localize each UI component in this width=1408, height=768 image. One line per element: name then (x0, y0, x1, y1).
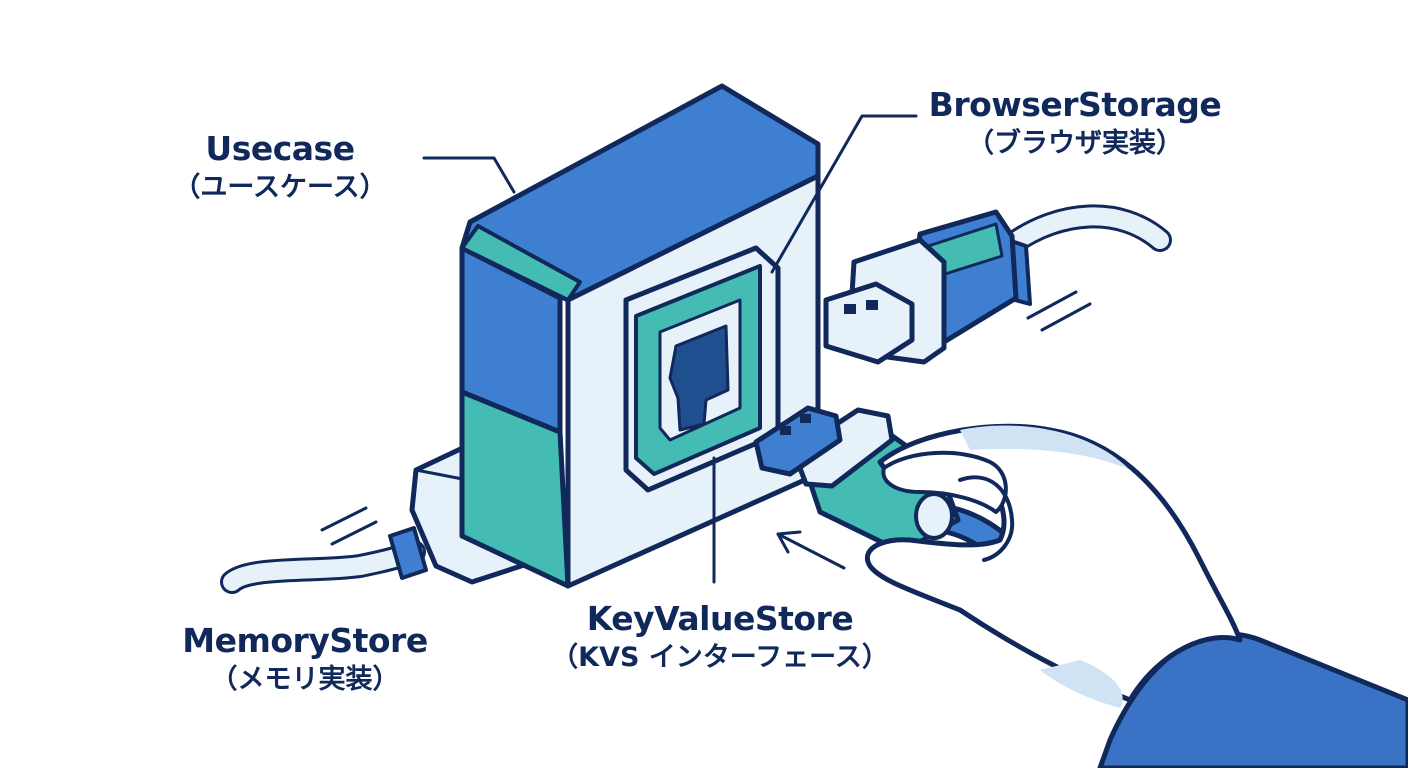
browser-storage-label-ja: （ブラウザ実装） (967, 127, 1183, 159)
usecase-label: Usecase （ユースケース） (150, 130, 410, 203)
usecase-label-ja: （ユースケース） (173, 171, 387, 203)
usecase-leader (422, 156, 516, 194)
memory-store-label-en: MemoryStore (182, 621, 428, 660)
usecase-label-en: Usecase (205, 129, 355, 168)
kvs-label-en: KeyValueStore (586, 599, 854, 638)
browser-storage-label-en: BrowserStorage (928, 85, 1222, 124)
hand-icon (865, 423, 1408, 768)
memory-store-label: MemoryStore （メモリ実装） (160, 622, 450, 695)
browser-leader (770, 114, 918, 274)
usb-plug-icon (823, 204, 1172, 365)
browser-storage-label: BrowserStorage （ブラウザ実装） (915, 86, 1235, 159)
kvs-label: KeyValueStore （KVS インターフェース） (530, 600, 910, 673)
callout-lines (422, 114, 918, 584)
memory-store-label-ja: （メモリ実装） (210, 663, 400, 695)
insert-arrow-icon (776, 530, 846, 570)
kvs-label-ja: （KVS インターフェース） (551, 641, 889, 673)
